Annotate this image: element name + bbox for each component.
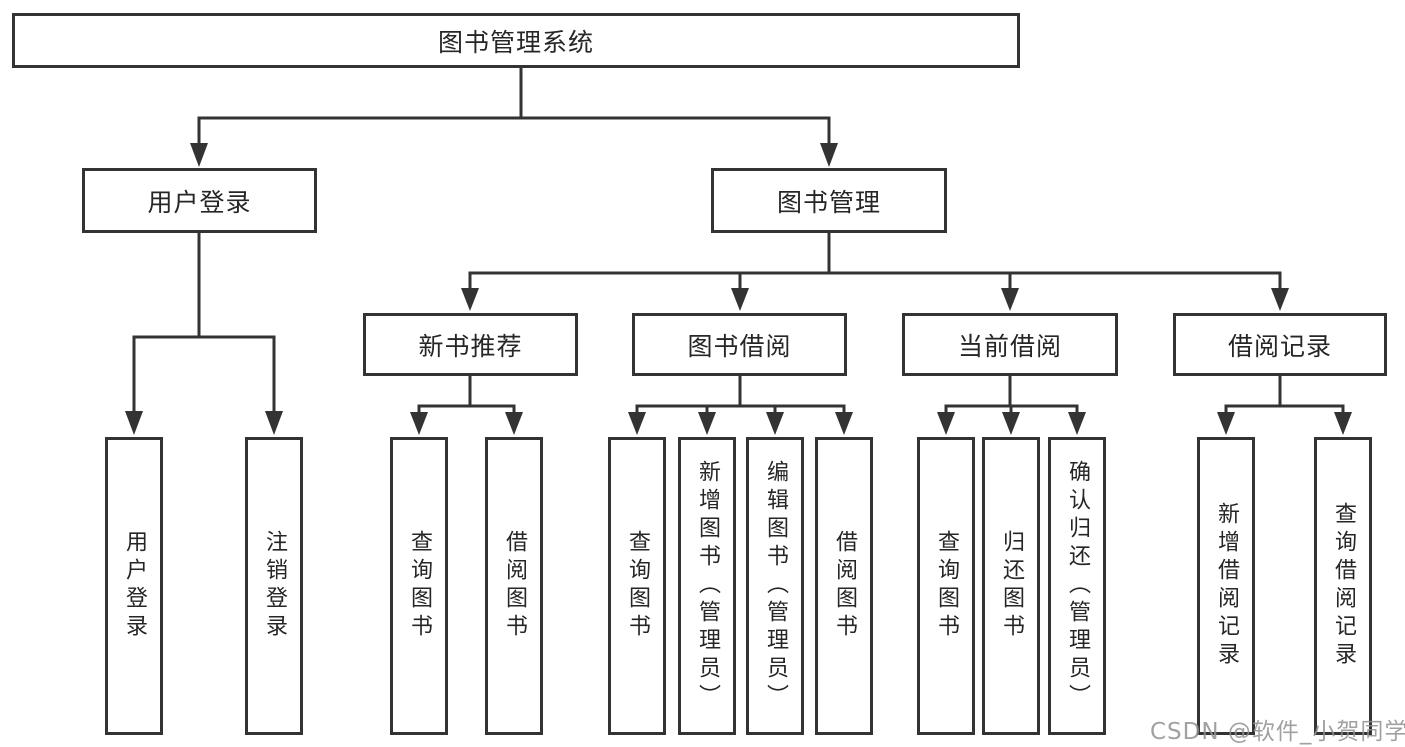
arrowhead (1271, 288, 1289, 311)
leaf-edit-book-admin: 编辑图书（管理员） (746, 437, 804, 735)
leaf-query-books-current: 查询图书 (917, 437, 975, 735)
arrowhead (505, 412, 523, 435)
node-book-borrow: 图书借阅 (632, 313, 847, 376)
node-book-management: 图书管理 (711, 168, 947, 233)
node-borrow-records: 借阅记录 (1173, 313, 1387, 376)
leaf-return-books: 归还图书 (982, 437, 1040, 735)
leaf-user-login: 用户登录 (105, 437, 163, 735)
arrowhead (461, 288, 479, 311)
leaf-query-borrow-record: 查询借阅记录 (1314, 437, 1372, 735)
arrowhead (835, 412, 853, 435)
arrowhead (1002, 412, 1020, 435)
node-new-book-recommend: 新书推荐 (363, 313, 578, 376)
arrowhead (766, 412, 784, 435)
leaf-query-books-borrow: 查询图书 (608, 437, 666, 735)
arrowhead (265, 411, 283, 435)
arrowhead (698, 412, 716, 435)
arrowhead (937, 412, 955, 435)
leaf-add-borrow-record: 新增借阅记录 (1197, 437, 1255, 735)
node-user-login: 用户登录 (82, 168, 317, 233)
leaf-borrow-books: 借阅图书 (815, 437, 873, 735)
arrowhead (1334, 412, 1352, 435)
arrowhead (125, 411, 143, 435)
node-root: 图书管理系统 (12, 13, 1020, 68)
leaf-confirm-return-admin: 确认归还（管理员） (1048, 437, 1106, 735)
csdn-watermark: CSDN @软件_小贺同学 (1150, 719, 1405, 745)
leaf-query-books-recommend: 查询图书 (390, 437, 448, 735)
arrowhead (410, 412, 428, 435)
arrowhead (820, 143, 838, 167)
arrowhead (628, 412, 646, 435)
arrowhead (190, 143, 208, 167)
leaf-add-book-admin: 新增图书（管理员） (678, 437, 736, 735)
arrowhead (1068, 412, 1086, 435)
leaf-logout-login: 注销登录 (245, 437, 303, 735)
arrowhead (1217, 412, 1235, 435)
arrowhead (731, 288, 749, 311)
arrowhead (1001, 288, 1019, 311)
leaf-borrow-books-recommend: 借阅图书 (485, 437, 543, 735)
node-current-borrow: 当前借阅 (902, 313, 1118, 376)
